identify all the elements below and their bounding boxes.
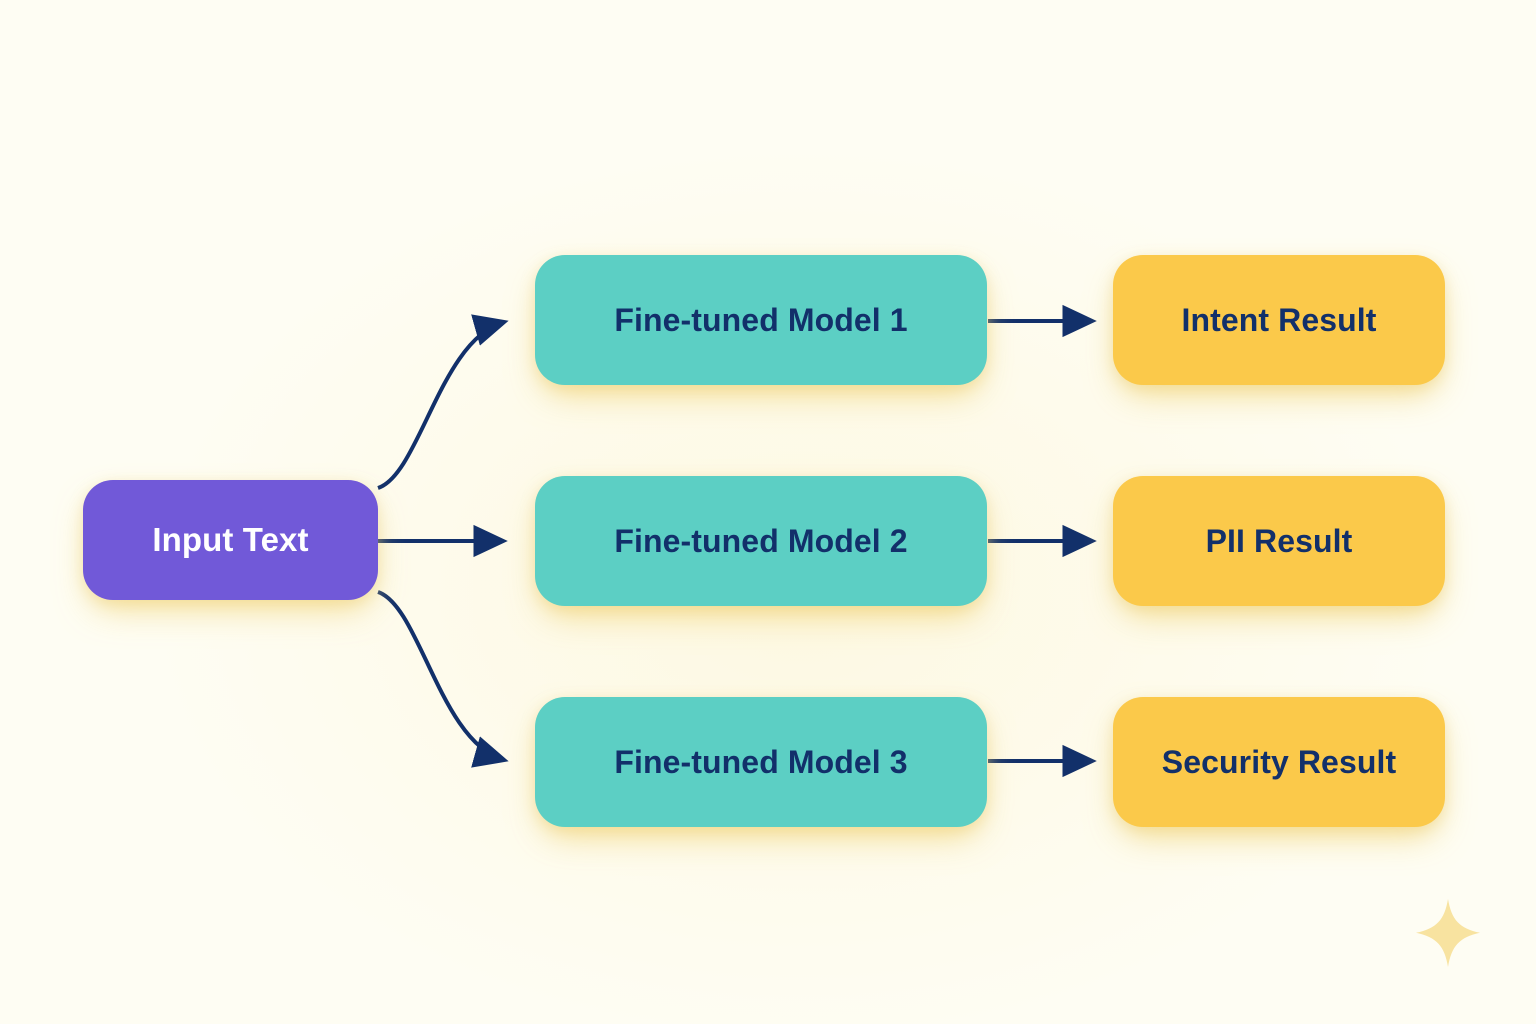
edge-input-to-model-3 bbox=[377, 590, 509, 768]
node-input-text[interactable]: Input Text bbox=[83, 480, 378, 600]
node-fine-tuned-model-2-label: Fine-tuned Model 2 bbox=[614, 522, 908, 559]
node-fine-tuned-model-1[interactable]: Fine-tuned Model 1 bbox=[535, 255, 987, 385]
node-security-result-label: Security Result bbox=[1161, 743, 1397, 780]
edge-input-to-model-1 bbox=[377, 314, 509, 490]
node-intent-result[interactable]: Intent Result bbox=[1113, 255, 1445, 385]
node-fine-tuned-model-3-label: Fine-tuned Model 3 bbox=[614, 743, 908, 780]
node-fine-tuned-model-3[interactable]: Fine-tuned Model 3 bbox=[535, 697, 987, 827]
node-security-result[interactable]: Security Result bbox=[1113, 697, 1445, 827]
node-input-text-label: Input Text bbox=[152, 521, 309, 559]
node-fine-tuned-model-1-label: Fine-tuned Model 1 bbox=[614, 301, 908, 338]
node-pii-result[interactable]: PII Result bbox=[1113, 476, 1445, 606]
node-fine-tuned-model-2[interactable]: Fine-tuned Model 2 bbox=[535, 476, 987, 606]
sparkle-icon bbox=[1416, 899, 1480, 967]
node-intent-result-label: Intent Result bbox=[1181, 301, 1377, 338]
node-pii-result-label: PII Result bbox=[1205, 522, 1353, 559]
